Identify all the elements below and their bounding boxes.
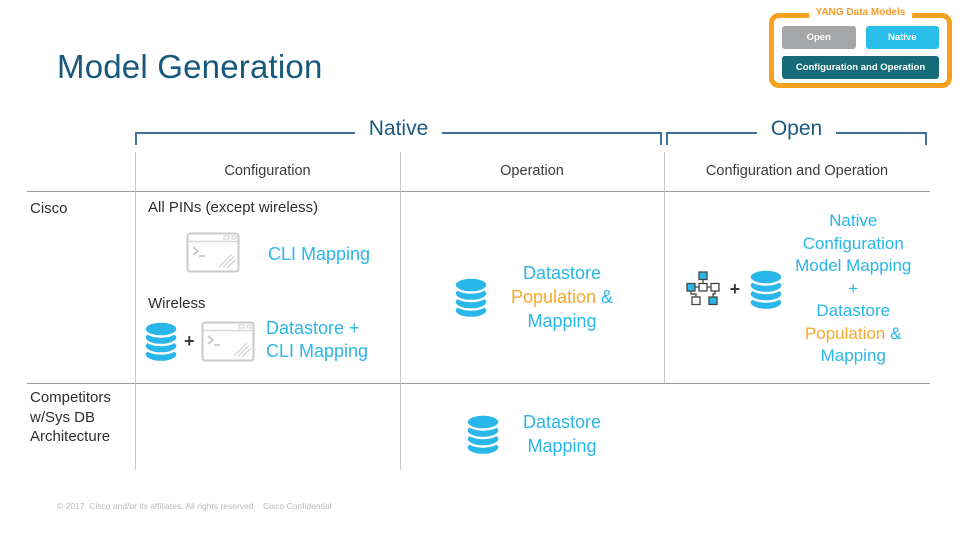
datastore-cli-mapping-label: Datastore + CLI Mapping: [266, 317, 368, 363]
column-header-configuration-and-operation: Configuration and Operation: [705, 163, 889, 179]
datastore-population-mapping-label: Datastore Population& Mapping: [510, 263, 614, 331]
legend-native-button[interactable]: Native: [865, 26, 939, 49]
terminal-icon: [186, 232, 240, 273]
legend-title: YANG Data Models: [808, 7, 913, 18]
datastore-mapping-label: Datastore Mapping: [522, 412, 602, 456]
terminal-icon: [201, 321, 255, 362]
database-icon: [465, 412, 501, 456]
native-group-bracket: Native: [135, 110, 662, 145]
population-highlight: Population: [804, 323, 886, 343]
table-vertical-divider: [664, 152, 665, 383]
legend-row: Open Native: [782, 26, 939, 49]
database-icon: [748, 267, 784, 311]
model-plus-datastore-icons: +: [685, 267, 788, 311]
plus-sign: +: [729, 278, 741, 299]
plus-sign: +: [184, 331, 195, 351]
wireless-label: Wireless: [148, 295, 206, 312]
bracket-line: [442, 132, 662, 145]
model-tree-icon: [685, 271, 720, 306]
column-header-configuration: Configuration: [224, 163, 311, 179]
legend-body: Open Native Configuration and Operation: [782, 26, 939, 79]
bracket-line: [135, 132, 355, 145]
open-group-bracket: Open: [666, 110, 927, 145]
competitors-operation-cell: Datastore Mapping: [400, 398, 664, 470]
legend-open-button[interactable]: Open: [782, 26, 856, 49]
database-icon: [143, 320, 179, 363]
datastore-cli-line2: CLI Mapping: [266, 341, 369, 361]
table-vertical-divider: [135, 152, 136, 470]
bracket-line: [666, 132, 757, 145]
copyright-footer: © 2017 Cisco and/or its affiliates. All …: [57, 501, 332, 511]
cli-mapping-label: CLI Mapping: [268, 244, 371, 264]
row-label-cisco: Cisco: [30, 200, 68, 217]
table-horizontal-divider: [27, 383, 930, 384]
cisco-config-op-cell: + Native Configuration Model Mapping + D…: [666, 200, 930, 378]
database-icon: [453, 275, 489, 319]
native-config-model-mapping-label: Native Configuration Model Mapping + Dat…: [795, 211, 912, 366]
column-header-operation: Operation: [500, 163, 564, 179]
legend-config-op-button[interactable]: Configuration and Operation: [782, 56, 939, 79]
native-group-label: Native: [368, 117, 429, 140]
yang-data-models-legend: YANG Data Models Open Native Configurati…: [769, 7, 952, 88]
bracket-line: [836, 132, 927, 145]
datastore-cli-line1: Datastore +: [266, 318, 360, 338]
table-vertical-divider: [400, 152, 401, 470]
page-title: Model Generation: [57, 48, 323, 85]
all-pins-label: All PINs (except wireless): [148, 199, 319, 216]
row-label-competitors: Competitors w/Sys DB Architecture: [30, 389, 111, 445]
table-horizontal-divider: [27, 191, 930, 192]
cisco-operation-cell: Datastore Population& Mapping: [400, 247, 664, 347]
open-group-label: Open: [770, 117, 823, 140]
population-highlight: Population: [510, 287, 597, 307]
